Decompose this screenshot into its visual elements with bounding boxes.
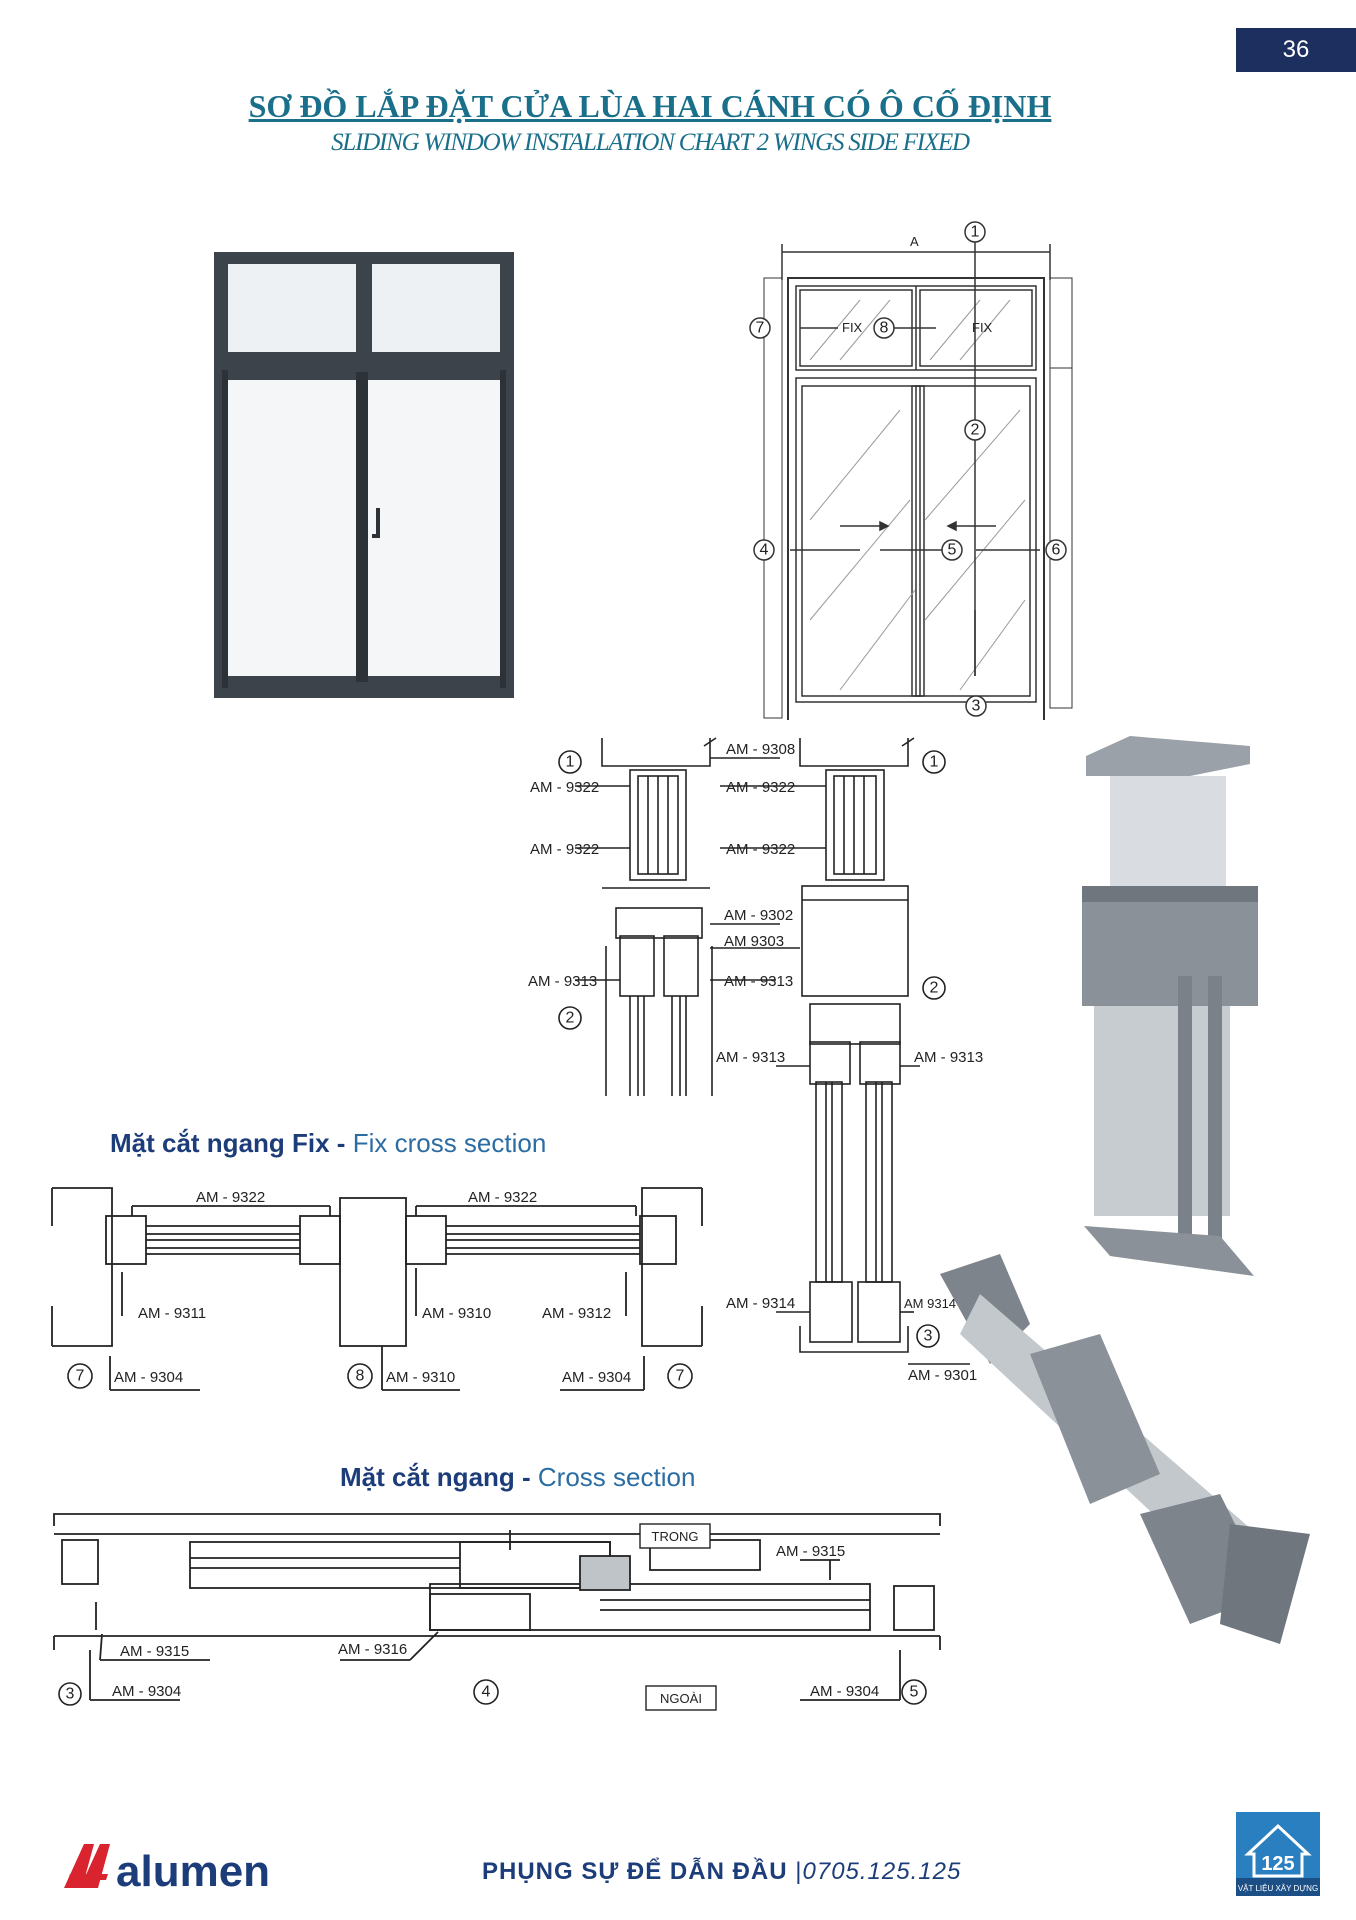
label-trong: TRONG <box>652 1529 699 1544</box>
svg-text:125: 125 <box>1261 1853 1294 1875</box>
fix-label-left: FIX <box>842 320 863 335</box>
label-am-9311: AM - 9311 <box>138 1305 206 1322</box>
label-am-9308: AM - 9308 <box>726 741 795 758</box>
fix-section-callouts: 7 8 7 <box>67 1363 693 1389</box>
label-am-9322-l1: AM - 9322 <box>530 779 599 796</box>
svg-text:1: 1 <box>566 754 575 771</box>
profile-render-top <box>1082 736 1258 1276</box>
svg-text:VẬT LIỆU XÂY DỰNG: VẬT LIỆU XÂY DỰNG <box>1238 1884 1318 1893</box>
label-fix-am-9304-l: AM - 9304 <box>114 1369 183 1386</box>
label-fix-am-9304-r: AM - 9304 <box>562 1369 631 1386</box>
label-fix-am-9322-r: AM - 9322 <box>468 1189 537 1206</box>
fix-section-heading: Mặt cắt ngang Fix - Fix cross section <box>110 1128 546 1159</box>
fix-section-heading-bold: Mặt cắt ngang Fix - <box>110 1128 346 1158</box>
brand-badge: 125 VẬT LIỆU XÂY DỰNG <box>1236 1812 1320 1896</box>
elevation-callouts: 1 2 3 4 5 6 7 8 <box>749 221 1067 717</box>
slogan-separator: | <box>795 1858 803 1885</box>
svg-text:3: 3 <box>924 1328 933 1345</box>
cross-section-heading-bold: Mặt cắt ngang - <box>340 1462 531 1492</box>
page-number: 36 <box>1236 28 1356 72</box>
label-am-9322-r2: AM - 9322 <box>726 841 795 858</box>
svg-text:4: 4 <box>760 542 769 559</box>
label-cross-am-9304-r: AM - 9304 <box>810 1683 879 1700</box>
title-block: SƠ ĐỒ LẮP ĐẶT CỬA LÙA HAI CÁNH CÓ Ô CỐ Đ… <box>0 88 1300 157</box>
label-am-9316: AM - 9316 <box>338 1641 407 1658</box>
svg-text:5: 5 <box>910 1684 919 1701</box>
dim-width-label: A <box>910 234 919 249</box>
label-am-9313-l: AM - 9313 <box>528 973 597 990</box>
alumen-logo: alumen <box>64 1844 270 1896</box>
label-am-9322-l2: AM - 9322 <box>530 841 599 858</box>
label-am-9315-r: AM - 9315 <box>776 1543 845 1560</box>
fix-section-heading-thin: Fix cross section <box>352 1128 547 1158</box>
svg-text:2: 2 <box>971 422 980 439</box>
svg-text:1: 1 <box>971 224 980 241</box>
label-am-9313-r: AM - 9313 <box>724 973 793 990</box>
label-am-9310-bot: AM - 9310 <box>386 1369 455 1386</box>
svg-text:8: 8 <box>356 1368 365 1385</box>
label-am-9313-br: AM - 9313 <box>914 1049 983 1066</box>
label-am-9314-l: AM - 9314 <box>726 1295 795 1312</box>
label-am-9314-r: AM 9314 <box>904 1296 956 1311</box>
cross-section-heading: Mặt cắt ngang - Cross section <box>340 1462 695 1493</box>
vertical-section-drawing: AM - 9322 AM - 9322 AM - 9313 AM - 9308 … <box>528 737 983 1384</box>
svg-text:7: 7 <box>76 1368 85 1385</box>
label-ngoai: NGOÀI <box>660 1691 702 1706</box>
label-am-9313-bl: AM - 9313 <box>716 1049 785 1066</box>
footer-slogan: PHỤNG SỰ ĐỂ DẪN ĐẦU |0705.125.125 <box>482 1858 961 1886</box>
slogan-text: PHỤNG SỰ ĐỂ DẪN ĐẦU <box>482 1858 788 1885</box>
svg-text:2: 2 <box>930 980 939 997</box>
label-am-9310-top: AM - 9310 <box>422 1305 491 1322</box>
svg-text:3: 3 <box>972 698 981 715</box>
window-photo <box>214 252 514 698</box>
page-title: SƠ ĐỒ LẮP ĐẶT CỬA LÙA HAI CÁNH CÓ Ô CỐ Đ… <box>248 88 1052 124</box>
label-am-9301: AM - 9301 <box>908 1367 977 1384</box>
svg-text:4: 4 <box>482 1684 491 1701</box>
label-am-9312: AM - 9312 <box>542 1305 611 1322</box>
svg-text:8: 8 <box>880 320 889 337</box>
svg-text:7: 7 <box>756 320 765 337</box>
svg-text:7: 7 <box>676 1368 685 1385</box>
label-am-9302: AM - 9302 <box>724 907 793 924</box>
svg-text:5: 5 <box>948 542 957 559</box>
svg-text:6: 6 <box>1052 542 1061 559</box>
elevation-drawing: A FIX FIX 1 2 3 4 5 6 7 8 <box>749 221 1073 720</box>
svg-text:alumen: alumen <box>116 1847 270 1896</box>
label-cross-am-9304-l: AM - 9304 <box>112 1683 181 1700</box>
svg-text:3: 3 <box>66 1686 75 1703</box>
label-fix-am-9322-l: AM - 9322 <box>196 1189 265 1206</box>
cross-section-heading-thin: Cross section <box>537 1462 696 1492</box>
label-am-9303: AM 9303 <box>724 933 784 950</box>
sliding-cross-section-drawing: TRONG NGOÀI AM - 9315 AM - 9315 AM - 931… <box>53 1513 941 1711</box>
label-am-9322-r1: AM - 9322 <box>726 779 795 796</box>
svg-text:1: 1 <box>930 754 939 771</box>
fix-cross-section-drawing: AM - 9322 AM - 9322 AM - 9311 AM - 9310 … <box>51 1187 703 1391</box>
footer-phone: 0705.125.125 <box>802 1858 962 1885</box>
svg-text:2: 2 <box>566 1010 575 1027</box>
label-am-9315-l: AM - 9315 <box>120 1643 189 1660</box>
page-subtitle: SLIDING WINDOW INSTALLATION CHART 2 WING… <box>331 129 970 156</box>
fix-label-right: FIX <box>972 320 993 335</box>
cross-section-callouts: 3 4 5 <box>58 1679 927 1706</box>
profile-render-bottom <box>940 1254 1310 1644</box>
vertical-section-callouts: 1 1 2 2 3 <box>558 750 946 1348</box>
